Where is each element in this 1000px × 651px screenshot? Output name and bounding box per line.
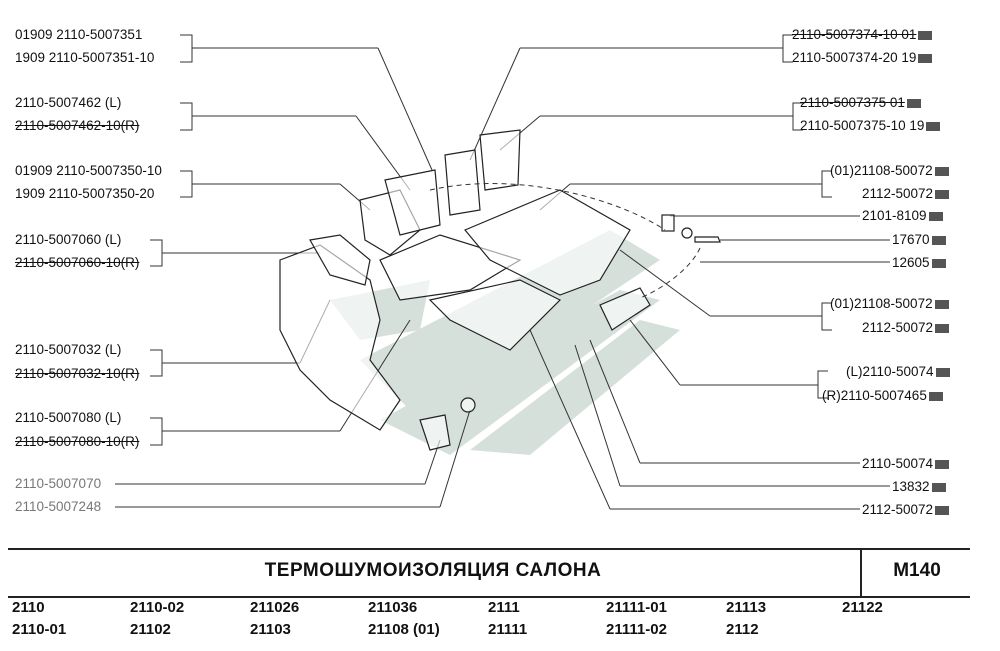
part-label: 2110-5007032 (L) xyxy=(15,342,122,357)
part-label: 2110-50074 xyxy=(862,456,950,472)
model-code: 211026 xyxy=(250,599,300,616)
model-code: 21103 xyxy=(250,621,291,638)
parts-diagram xyxy=(115,34,890,510)
part-label: 17670 xyxy=(892,232,946,248)
part-label: 2110-5007080 (L) xyxy=(15,410,122,425)
part-label: 2110-5007462-10(R) xyxy=(15,118,140,133)
part-label: 2110-5007375 01 xyxy=(800,95,921,111)
part-label: 2110-5007080-10(R) xyxy=(15,434,140,449)
part-label: 2112-50072 xyxy=(862,186,950,202)
insulation-parts xyxy=(279,129,721,451)
model-code: 21122 xyxy=(842,599,883,616)
part-label: 2110-5007374-10 01 xyxy=(792,27,933,43)
part-label: 1909 2110-5007351-10 xyxy=(15,50,155,65)
part-label: 2110-5007248 xyxy=(15,499,102,514)
part-label: 2110-5007374-20 19 xyxy=(792,50,933,66)
model-code: 2110-01 xyxy=(12,621,67,638)
part-label: (01)21108-50072 xyxy=(830,296,949,312)
leader-lines xyxy=(115,34,471,508)
part-label: 2110-5007060-10(R) xyxy=(15,255,140,270)
part-label: (R)2110-5007465 xyxy=(822,388,943,404)
model-code: 21111 xyxy=(488,621,528,638)
part-label: 13832 xyxy=(892,479,946,495)
model-code: 2110 xyxy=(12,599,45,616)
model-code: 21111-01 xyxy=(606,599,667,616)
part-label: 2101-8109 xyxy=(862,208,943,224)
part-label: (L)2110-50074 xyxy=(846,364,950,380)
part-label: 2112-50072 xyxy=(862,320,950,336)
part-label: 2110-5007060 (L) xyxy=(15,232,122,247)
part-label: 12605 xyxy=(892,255,946,271)
model-code: 2111 xyxy=(488,599,520,616)
title-divider xyxy=(860,550,862,596)
part-label: 2110-5007032-10(R) xyxy=(15,366,140,381)
part-label: 1909 2110-5007350-20 xyxy=(15,186,155,201)
part-label: 01909 2110-5007351 xyxy=(15,27,143,42)
model-code: 21113 xyxy=(726,599,767,616)
model-code: 21111-02 xyxy=(606,621,667,638)
part-label: 2110-5007375-10 19 xyxy=(800,118,941,134)
model-code: 2112 xyxy=(726,621,759,638)
model-code: 211036 xyxy=(368,599,418,616)
part-label: 01909 2110-5007350-10 xyxy=(15,163,162,178)
model-code: 21108 (01) xyxy=(368,621,440,638)
part-label: 2110-5007070 xyxy=(15,476,102,491)
part-label: 2112-50072 xyxy=(862,502,950,518)
page-title: ТЕРМОШУМОИЗОЛЯЦИЯ САЛОНА xyxy=(264,560,602,581)
part-label: 2110-5007462 (L) xyxy=(15,95,122,110)
model-code: 2110-02 xyxy=(130,599,185,616)
part-label: (01)21108-50072 xyxy=(830,163,949,179)
title-bar: ТЕРМОШУМОИЗОЛЯЦИЯ САЛОНА M140 xyxy=(8,548,970,598)
model-code: 21102 xyxy=(130,621,171,638)
page-code: M140 xyxy=(893,560,941,581)
